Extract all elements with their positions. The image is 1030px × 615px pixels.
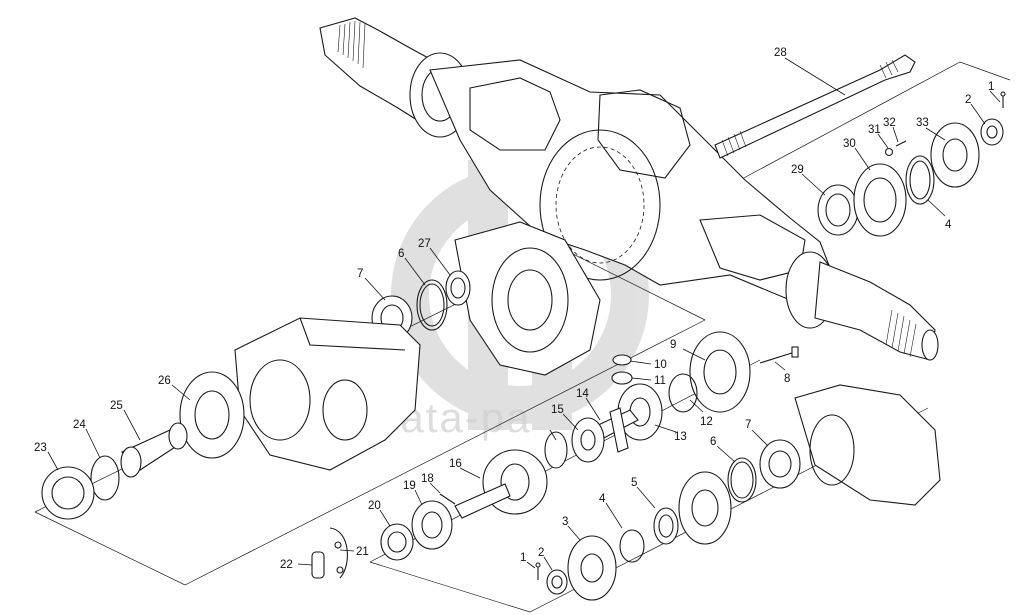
diff-case-9 [689,331,751,413]
thrust-washer-12 [668,373,698,413]
flange-33 [930,122,980,188]
bolt-8 [759,346,799,364]
callout-11: 11 [654,375,666,387]
callout-20: 20 [368,500,381,512]
flange-3 [567,535,617,601]
bearing-cage-30 [853,163,907,237]
bearing-23 [41,466,95,520]
thrust-washer-16-ring [544,431,568,469]
callout-4-top: 4 [945,219,952,231]
carrier-cover-27 [454,221,601,376]
ring-6-lower [727,457,757,503]
bolt-1-bottom [535,562,541,580]
callout-14: 14 [576,388,589,400]
snap-ring-24 [90,455,120,501]
callout-19: 19 [403,480,416,492]
callout-2-top: 2 [965,94,971,106]
callout-labels: 1 2 28 31 32 33 30 29 4 6 27 7 9 10 11 8… [34,47,994,571]
callout-4-lower: 4 [599,493,606,505]
pin-18 [439,493,456,505]
callout-8: 8 [784,373,790,385]
bolt-1-top [1000,91,1006,108]
side-cover [794,384,941,506]
callout-25: 25 [110,400,123,412]
nut-31 [884,147,894,157]
callout-31: 31 [868,124,881,136]
callout-33: 33 [916,117,929,129]
ring-4-lower [619,529,645,563]
bearing-housing [678,471,732,545]
callout-27: 27 [418,238,431,250]
callout-5: 5 [631,477,637,489]
callout-13: 13 [674,431,687,443]
side-gear-15 [571,417,605,463]
bearing-7-lower [759,439,801,489]
callout-1-bottom: 1 [520,552,526,564]
pinion-11 [611,371,633,385]
callout-21: 21 [356,546,369,558]
gearbox-housing [234,317,421,471]
hub-seal-29 [817,184,859,236]
bolt-32 [895,140,907,147]
roller-22 [311,551,325,579]
washer-2-top [980,118,1004,146]
callout-3: 3 [562,516,568,528]
callout-6-lower: 6 [710,436,716,448]
callout-28: 28 [774,47,787,59]
ring-20 [380,523,414,561]
bearing-19 [411,500,453,550]
callout-32: 32 [883,117,896,129]
washer-10 [612,354,632,366]
callout-6-upper: 6 [398,248,404,260]
callout-2-bottom: 2 [538,547,544,559]
axle-housing [319,17,939,361]
callout-10: 10 [654,359,667,371]
callout-30: 30 [843,138,856,150]
callout-1-top: 1 [988,81,994,93]
callout-7-lower: 7 [745,419,751,431]
callout-15: 15 [551,404,564,416]
callout-12: 12 [700,416,713,428]
ring-6-upper [416,279,448,331]
fork-21 [329,527,348,579]
callout-9: 9 [670,339,676,351]
washer-2-bottom [546,569,568,595]
callout-23: 23 [34,442,47,454]
callout-16: 16 [449,458,462,470]
splined-sleeve-25 [120,422,188,478]
callout-26: 26 [158,375,171,387]
gear-26 [179,371,245,459]
seal-ring-27 [445,270,471,306]
callout-24: 24 [73,419,86,431]
callout-22: 22 [280,559,293,571]
callout-29: 29 [791,164,804,176]
diff-case-16 [454,449,548,519]
leader-lines [47,57,1001,571]
callout-18: 18 [421,473,434,485]
callout-7-upper: 7 [357,268,363,280]
seal-5 [653,507,679,545]
ring-4-top [905,155,935,205]
half-shaft-28 [714,54,916,159]
